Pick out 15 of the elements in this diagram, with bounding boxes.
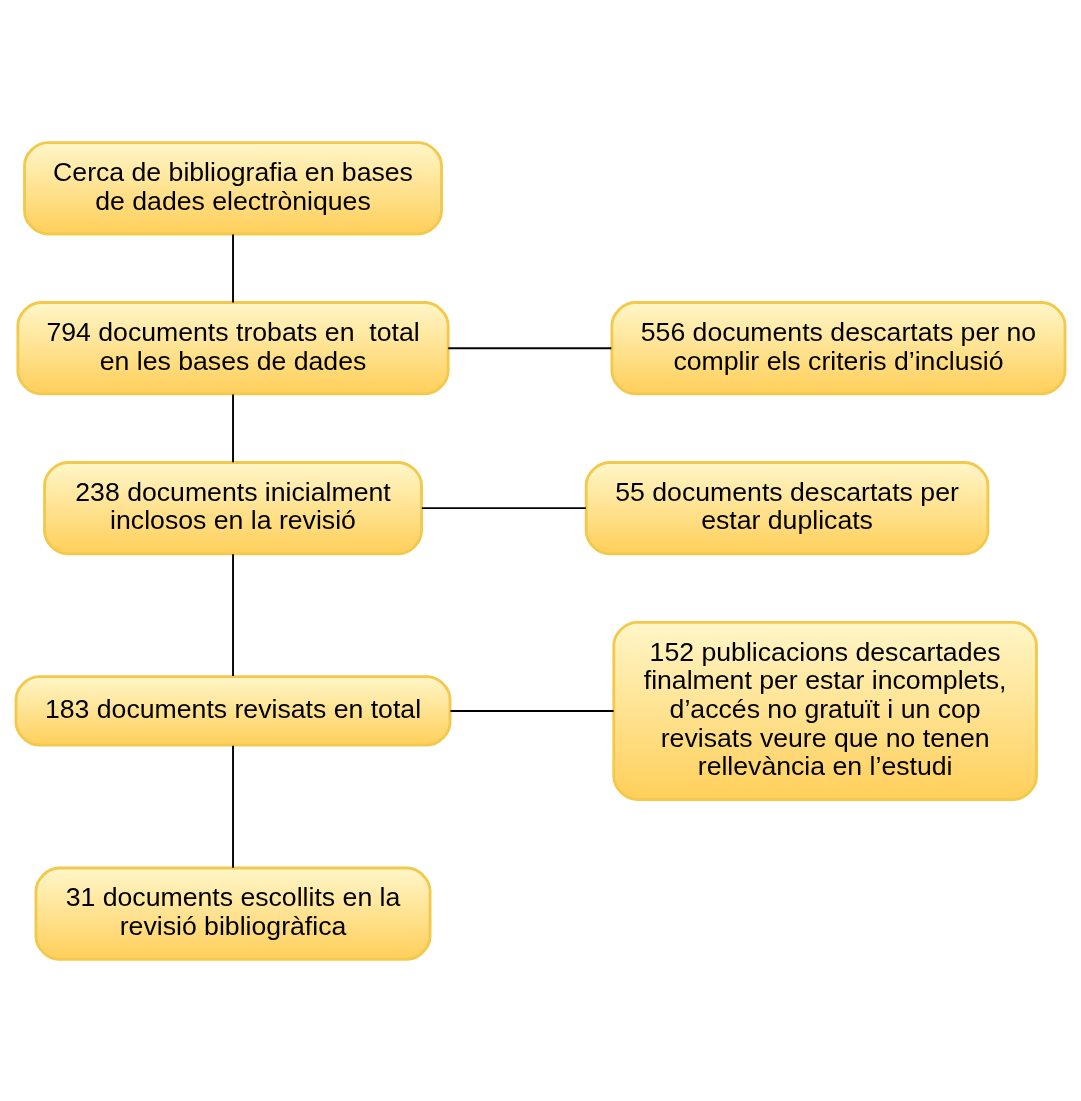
- node-box: 152 publicacions descartades finalment per estar incomplets, d’accés no gratuït i un cop revisats veure que no tenen rellevància en l’estudi: [612, 620, 1038, 801]
- connector: [232, 744, 234, 869]
- node-box: 794 documents trobats en total en les bases de dades: [16, 300, 450, 395]
- node-box: 183 documents revisats en total: [14, 674, 452, 747]
- node-box: 55 documents descartats per estar duplicats: [584, 460, 990, 555]
- node-box: 556 documents descartats per no complir els criteris d’inclusió: [610, 300, 1067, 395]
- connector: [232, 393, 234, 463]
- connector: [449, 709, 615, 712]
- connector: [232, 233, 234, 303]
- connector: [447, 346, 613, 349]
- node-box: Cerca de bibliografia en bases de dades electròniques: [23, 140, 443, 235]
- node-box: 31 documents escollits en la revisió bibliogràfica: [34, 866, 432, 961]
- connector: [232, 552, 234, 677]
- connector: [420, 506, 587, 509]
- node-box: 238 documents inicialment inclosos en la revisió: [43, 460, 423, 555]
